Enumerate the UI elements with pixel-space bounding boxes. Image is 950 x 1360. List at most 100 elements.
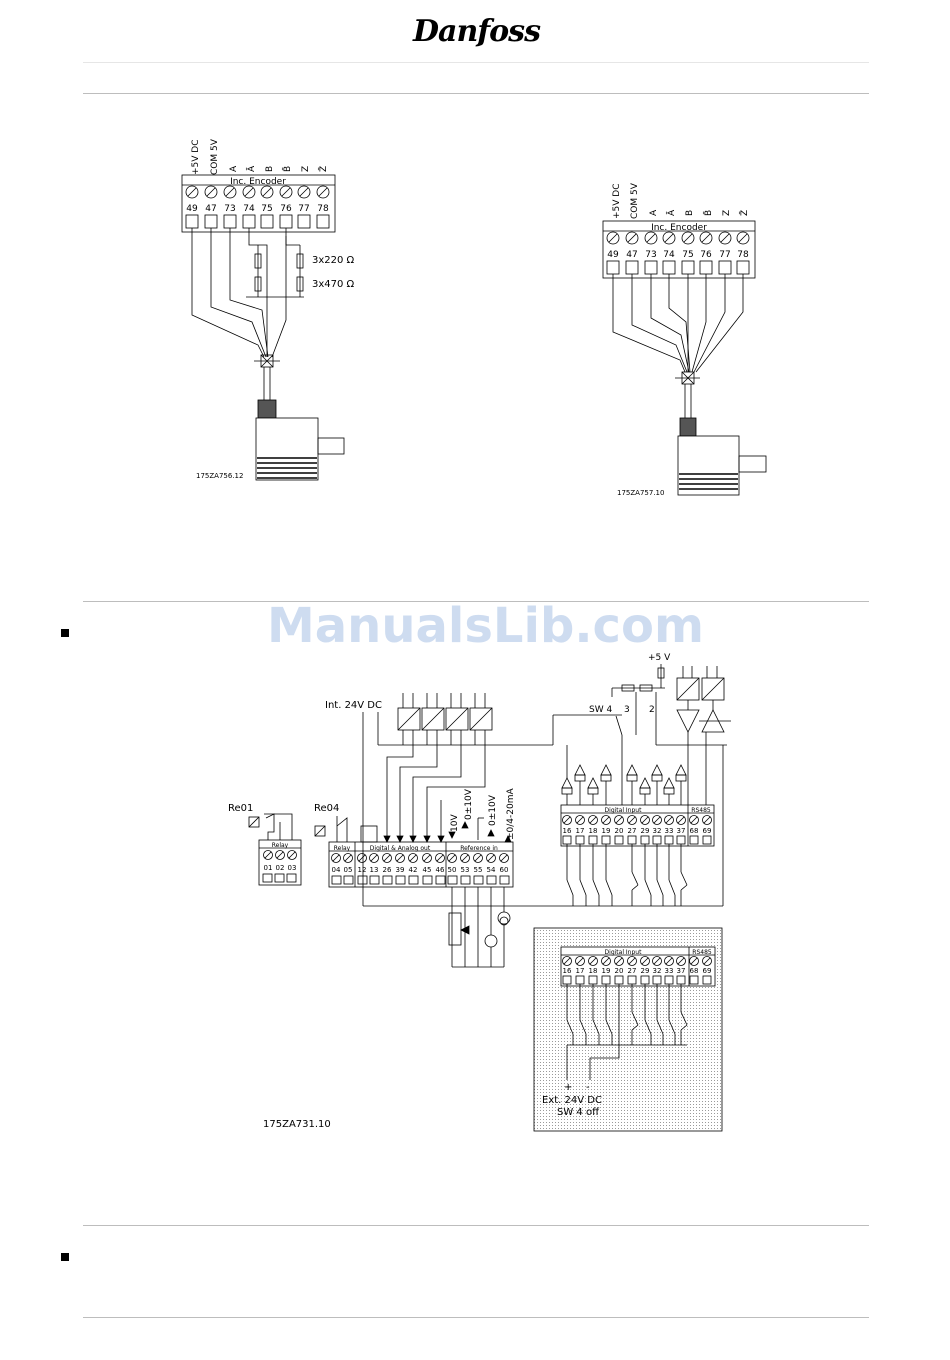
main-terminal-13: 13 [370, 866, 379, 874]
encoder2-terminal-73: 73 [645, 250, 656, 260]
encoder1-label-z: Z [301, 166, 311, 172]
ext-switches [566, 984, 688, 1045]
ext-terminal-29: 29 [641, 967, 650, 975]
main-group-digital-analog: Digital & Analog out [370, 845, 431, 852]
relay-label-re01: Re01 [228, 803, 253, 814]
section-bullet-1 [61, 629, 69, 637]
encoder1-terminal-49: 49 [186, 204, 198, 214]
digital-terminal-19: 19 [602, 827, 611, 835]
digital-terminal-68: 68 [690, 827, 699, 835]
header-rule [83, 93, 869, 94]
control-wiring-diagram: +5 V SW 4 3 2 Int. 24V DC [228, 653, 731, 1130]
digital-block-screws [562, 815, 712, 825]
ext-polarity-plus: + [564, 1082, 572, 1093]
main-terminal-05: 05 [344, 866, 353, 874]
ext-terminal-16: 16 [563, 967, 572, 975]
main-terminal-12: 12 [358, 866, 367, 874]
main-terminal-55: 55 [474, 866, 483, 874]
relay-terminal-01: 01 [264, 864, 273, 872]
encoder1-terminal-78: 78 [317, 204, 329, 214]
ref-label-10v: 10V [450, 814, 460, 832]
digital-group-rs485: RS485 [691, 807, 711, 814]
relay-terminal-02: 02 [276, 864, 285, 872]
encoder-diagram-1: +5V DC COM 5V A Ā B B̄ Z Z̄ Inc. Encoder… [181, 138, 355, 481]
switch-label-3: 3 [624, 705, 630, 715]
section-rule-2 [83, 1225, 869, 1226]
ext-digital-group-rs485: RS485 [692, 949, 712, 956]
encoder1-label-a-inv: Ā [246, 165, 257, 172]
encoder2-screws [606, 231, 750, 245]
encoder1-terminal-73: 73 [224, 204, 235, 214]
analog-out-optos [397, 693, 493, 731]
danfoss-logo: Danfoss [413, 14, 541, 49]
digital-terminal-20: 20 [615, 827, 624, 835]
header-rule-light [83, 62, 869, 63]
digital-terminal-27: 27 [628, 827, 637, 835]
encoder1-terminal-76: 76 [280, 204, 292, 214]
encoder1-terminal-47: 47 [205, 204, 216, 214]
switch-label-2: 2 [649, 705, 655, 715]
relay-terminal-03: 03 [288, 864, 297, 872]
switch-label-sw4: SW 4 [589, 705, 612, 715]
encoder2-label-b: B [685, 210, 695, 216]
section-bullet-2 [61, 1253, 69, 1261]
main-terminal-04: 04 [332, 866, 341, 874]
encoder2-terminal-74: 74 [663, 250, 675, 260]
ext-terminal-17: 17 [576, 967, 585, 975]
encoder2-label-a: A [649, 209, 659, 216]
digital-terminal-18: 18 [589, 827, 598, 835]
encoder1-title: Inc. Encoder [230, 177, 286, 187]
ref-label-mA: ±0/4-20mA [506, 788, 516, 840]
encoder1-label-b-inv: B̄ [281, 166, 293, 172]
ext-block-screws [562, 956, 712, 966]
encoder1-screws [185, 185, 330, 199]
encoder2-terminal-77: 77 [719, 250, 730, 260]
relay-block-title: Relay [272, 842, 289, 849]
ext-terminal-18: 18 [589, 967, 598, 975]
main-terminal-50: 50 [448, 866, 457, 874]
figure1-id: 175ZA756.12 [196, 472, 243, 480]
encoder2-label-z-inv: Z̄ [738, 210, 750, 216]
encoder2-label-5vdc: +5V DC [612, 184, 622, 220]
digital-terminal-32: 32 [653, 827, 662, 835]
encoder2-label-a-inv: Ā [666, 209, 677, 216]
ext-polarity-minus: - [586, 1082, 590, 1093]
digital-group-input: Digital Input [605, 807, 643, 814]
encoder1-label-b: B [265, 166, 275, 172]
main-group-relay: Relay [334, 845, 351, 852]
ext-terminal-27: 27 [628, 967, 637, 975]
digital-terminal-33: 33 [665, 827, 674, 835]
encoder2-terminal-78: 78 [737, 250, 749, 260]
main-terminal-53: 53 [461, 866, 470, 874]
resistor-label-220: 3x220 Ω [312, 255, 355, 266]
digital-terminal-69: 69 [703, 827, 712, 835]
ext-terminal-37: 37 [677, 967, 686, 975]
encoder1-label-com: COM 5V [210, 138, 220, 175]
encoder1-stripes [257, 457, 317, 479]
main-terminal-46: 46 [436, 866, 445, 874]
main-terminal-60: 60 [500, 866, 509, 874]
digital-terminal-17: 17 [576, 827, 585, 835]
main-terminal-45: 45 [423, 866, 432, 874]
main-block-screws [331, 853, 509, 863]
digital-terminal-37: 37 [677, 827, 686, 835]
main-terminal-26: 26 [383, 866, 392, 874]
resistor-label-470: 3x470 Ω [312, 279, 355, 290]
ext-terminal-69: 69 [703, 967, 712, 975]
ext-terminal-32: 32 [653, 967, 662, 975]
encoder2-terminal-47: 47 [626, 250, 637, 260]
watermark: ManualsLib.com [267, 598, 704, 654]
encoder1-label-5vdc: +5V DC [191, 140, 201, 176]
ext-supply-line-1: Ext. 24V DC [542, 1095, 602, 1106]
ext-supply-line-2: SW 4 off [557, 1107, 600, 1118]
ext-terminal-20: 20 [615, 967, 624, 975]
relay-label-re04: Re04 [314, 803, 339, 814]
ext-digital-group-input: Digital Input [605, 949, 643, 956]
footer-rule [83, 1317, 869, 1318]
main-group-reference: Reference in [460, 845, 498, 852]
encoder2-stripes [679, 473, 738, 490]
encoder2-label-z: Z [722, 210, 732, 216]
encoder2-terminal-76: 76 [700, 250, 712, 260]
figure2-id: 175ZA757.10 [617, 489, 664, 497]
